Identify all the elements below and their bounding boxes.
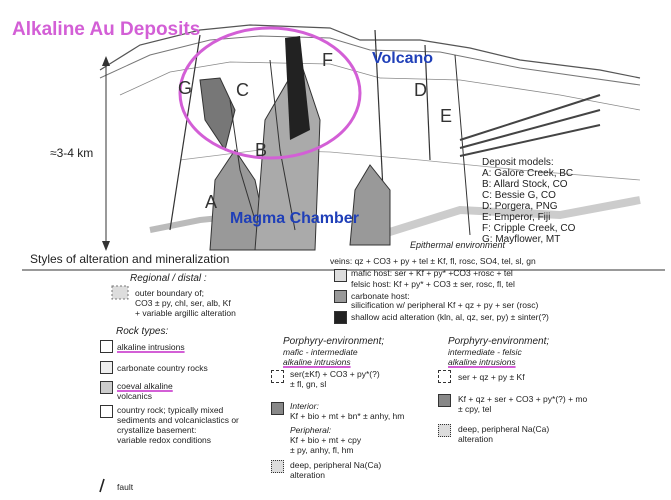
mafic-host-text: mafic host: ser + Kf + py* +CO3 +rosc + …	[351, 268, 513, 278]
letter-c: C	[236, 80, 249, 100]
letter-a: A	[205, 192, 218, 212]
mafic-ser-swatch	[271, 370, 284, 383]
deposit-models: Deposit models: A: Galore Creek, BC B: A…	[482, 157, 576, 245]
felsic-deep-text: deep, peripheral Na(Ca) alteration	[458, 424, 550, 444]
deposit-item: D: Porgera, PNG	[482, 201, 558, 212]
styles-heading: Styles of alteration and mineralization	[30, 252, 230, 266]
porphyry-felsic-heading: Porphyry-environment; intermediate - fel…	[448, 336, 550, 367]
mafic-interior-text: Interior: Kf + bio + mt + bn* ± anhy, hm…	[290, 401, 405, 455]
alkaline-text: alkaline intrusions	[117, 342, 185, 352]
epithermal-heading: Epithermal environment	[410, 240, 506, 250]
deposit-item: B: Allard Stock, CO	[482, 179, 568, 190]
mafic-interior-swatch	[271, 402, 284, 415]
coeval-text: coeval alkaline volcanics	[117, 381, 173, 401]
rock-types-heading: Rock types:	[116, 326, 169, 337]
felsic-kf-text: Kf + qz + ser + CO3 + py*(?) + mo ± cpy,…	[458, 394, 588, 414]
magma-chamber-label: Magma Chamber	[230, 210, 359, 227]
deposit-item: C: Bessie G, CO	[482, 190, 556, 201]
mafic-deep-swatch	[271, 460, 284, 473]
porphyry-mafic-heading: Porphyry-environment; mafic - intermedia…	[283, 336, 385, 367]
country-rock-swatch	[100, 405, 113, 418]
shallow-acid-swatch	[334, 311, 347, 324]
carbonate-host-swatch	[334, 290, 347, 303]
veins-text: veins: qz + CO3 + py + tel ± Kf, fl, ros…	[330, 256, 536, 266]
mafic-host-swatch	[334, 269, 347, 282]
shallow-acid-text: shallow acid alteration (kln, al, qz, se…	[351, 312, 549, 322]
letter-f: F	[322, 50, 333, 70]
carbonate-host-title: carbonate host:	[351, 291, 410, 301]
fault-text: fault	[117, 482, 134, 492]
deposit-item: F: Cripple Creek, CO	[482, 223, 576, 234]
regional-label: Regional / distal :	[130, 273, 207, 284]
felsic-kf-swatch	[438, 394, 451, 407]
letter-d: D	[414, 80, 427, 100]
alkaline-swatch	[100, 340, 113, 353]
carbonate-host-desc: silicification w/ peripheral Kf + qz + p…	[351, 300, 539, 310]
letter-e: E	[440, 106, 453, 126]
mafic-ser-text: ser(±Kf) + CO3 + py*(?) ± fl, gn, sl	[290, 369, 380, 389]
country-rock-text: country rock; typically mixed sediments …	[117, 405, 239, 445]
felsic-ser-text: ser + qz + py ± Kf	[458, 372, 525, 382]
mafic-deep-text: deep, peripheral Na(Ca) alteration	[290, 460, 382, 480]
felsic-host-text: felsic host: Kf + py* + CO3 ± ser, rosc,…	[351, 279, 515, 289]
volcano-label: Volcano	[372, 50, 434, 67]
felsic-ser-swatch	[438, 370, 451, 383]
letter-g: G	[178, 78, 193, 98]
felsic-deep-swatch	[438, 424, 451, 437]
carbonate-swatch	[100, 361, 113, 374]
coeval-swatch	[100, 381, 113, 394]
outer-boundary-text: outer boundary of; CO3 ± py, chl, ser, a…	[135, 288, 236, 318]
letter-b: B	[255, 140, 268, 160]
carbonate-text: carbonate country rocks	[117, 363, 208, 373]
depth-label: ≈3-4 km	[50, 146, 94, 160]
deposit-item: E: Emperor, Fiji	[482, 212, 551, 223]
deposit-item: A: Galore Creek, BC	[482, 168, 574, 179]
deposit-item: G: Mayflower, MT	[482, 234, 561, 245]
page-title: Alkaline Au Deposits	[12, 19, 201, 40]
